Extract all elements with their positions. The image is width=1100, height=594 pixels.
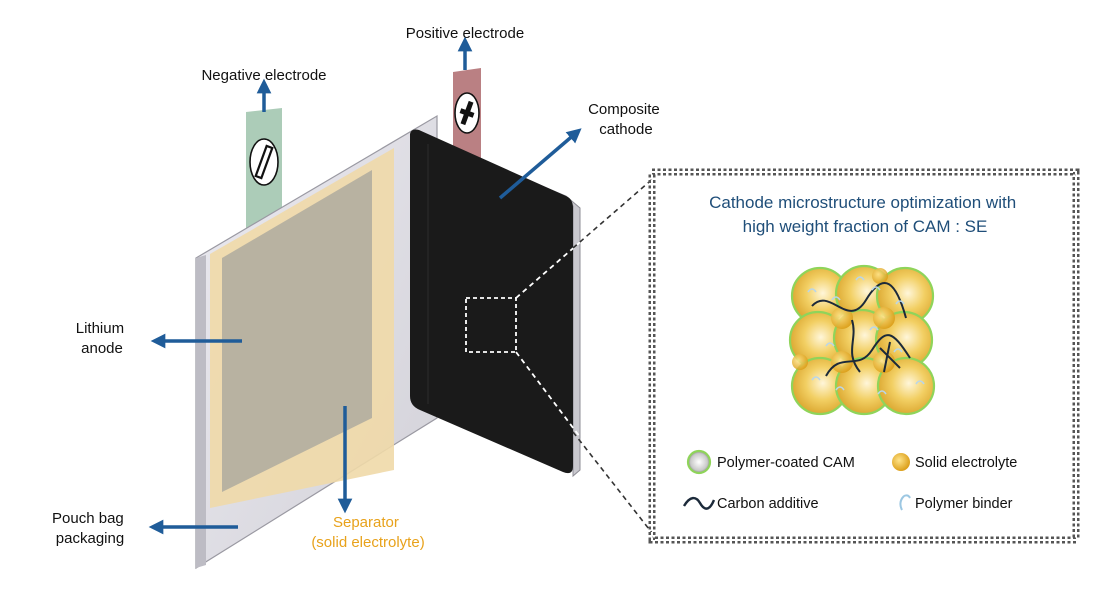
solid-electrolyte-icon xyxy=(892,453,910,471)
legend-label-polymer-binder: Polymer binder xyxy=(915,496,1013,512)
cathode-zoom-region xyxy=(465,297,517,353)
polymer-coated-cam-icon xyxy=(686,449,712,475)
lithium-anode xyxy=(222,170,372,492)
legend: Polymer-coated CAM Solid electrolyte Car… xyxy=(682,449,1017,512)
pouch-edge xyxy=(196,255,206,568)
negative-electrode-label: Negative electrode xyxy=(201,67,326,84)
pouch-bag-label: Pouch bag packaging xyxy=(52,510,128,547)
positive-tab xyxy=(453,68,481,174)
inset-title: Cathode microstructure optimization with… xyxy=(709,193,1021,236)
lithium-anode-label: Lithium anode xyxy=(76,320,129,357)
minus-icon xyxy=(254,144,274,180)
composite-cathode-arrow xyxy=(498,128,582,200)
composite-cathode-label: Composite cathode xyxy=(588,101,664,138)
legend-label-polymer-coated-cam: Polymer-coated CAM xyxy=(717,455,855,471)
legend-label-carbon-additive: Carbon additive xyxy=(717,496,819,512)
separator-label: Separator (solid electrolyte) xyxy=(311,514,424,551)
polymer-binder-icon xyxy=(899,494,911,511)
composite-cathode xyxy=(410,129,573,474)
microstructure-inset: Cathode microstructure optimization with… xyxy=(648,168,1080,544)
negative-tab xyxy=(246,108,282,240)
microstructure-illustration xyxy=(788,264,936,416)
positive-electrode-label: Positive electrode xyxy=(406,25,524,42)
negative-terminal-circle xyxy=(249,138,279,186)
legend-label-solid-electrolyte: Solid electrolyte xyxy=(915,455,1017,471)
carbon-additive-icon xyxy=(682,496,716,510)
plus-icon xyxy=(459,100,475,126)
